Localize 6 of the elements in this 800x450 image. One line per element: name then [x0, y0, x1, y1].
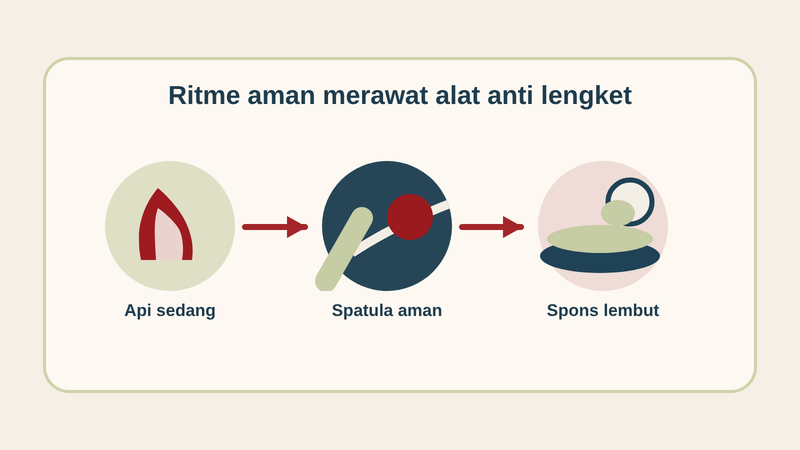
- step-label: Spons lembut: [546, 300, 660, 322]
- arrow: [242, 216, 308, 238]
- step-label: Api sedang: [124, 300, 216, 322]
- title: Ritme aman merawat alat anti lengket: [167, 80, 633, 110]
- step-label: Spatula aman: [332, 300, 442, 322]
- arrow: [459, 216, 524, 238]
